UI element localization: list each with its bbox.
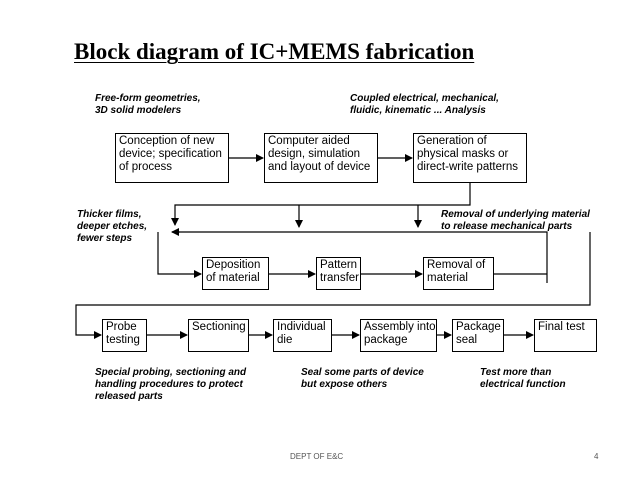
- box-line: Pattern: [320, 259, 358, 271]
- box-final: Final test: [534, 319, 597, 352]
- note-line: Removal of underlying material: [441, 209, 590, 220]
- box-line: package: [364, 334, 408, 346]
- note-removal: Removal of underlying material to releas…: [441, 209, 590, 233]
- box-line: seal: [456, 334, 478, 346]
- box-line: of material: [206, 272, 260, 284]
- note-line: handling procedures to protect: [95, 379, 243, 390]
- box-line: Deposition: [206, 259, 261, 271]
- box-line: Final test: [538, 321, 585, 333]
- footer-dept: DEPT OF E&C: [290, 452, 344, 461]
- box-removal: Removal of material: [423, 257, 494, 290]
- note-line: released parts: [95, 391, 163, 402]
- note-line: to release mechanical parts: [441, 221, 573, 232]
- note-line: 3D solid modelers: [95, 105, 182, 116]
- note-line: Thicker films,: [77, 209, 142, 220]
- box-line: design, simulation: [268, 148, 361, 160]
- note-freeform: Free-form geometries, 3D solid modelers: [95, 93, 201, 117]
- box-line: Sectioning: [192, 321, 246, 333]
- connector-row2-row3: [75, 232, 591, 339]
- box-line: device; specification: [119, 148, 222, 160]
- box-pattern: Pattern transfer: [316, 257, 361, 290]
- box-assembly: Assembly into package: [360, 319, 437, 352]
- box-line: die: [277, 334, 293, 346]
- box-line: testing: [106, 334, 140, 346]
- note-line: electrical function: [480, 379, 566, 390]
- box-line: Assembly into: [364, 321, 436, 333]
- note-line: but expose others: [301, 379, 388, 390]
- connector-loop: [172, 231, 548, 283]
- slide-title: Block diagram of IC+MEMS fabrication: [74, 39, 475, 64]
- note-line: fewer steps: [77, 233, 133, 244]
- box-sectioning: Sectioning: [188, 319, 249, 352]
- note-line: Seal some parts of device: [301, 367, 424, 378]
- box-line: Package: [456, 321, 501, 333]
- arrow-into-deposition: [157, 232, 202, 278]
- box-line: Computer aided: [268, 135, 350, 147]
- box-conception: Conception of new device; specification …: [115, 133, 229, 183]
- box-line: Probe: [106, 321, 137, 333]
- box-line: physical masks or: [417, 148, 509, 160]
- connector-row1-row2: [171, 183, 471, 226]
- box-deposition: Deposition of material: [202, 257, 269, 290]
- box-line: Removal of: [427, 259, 486, 271]
- box-line: direct-write patterns: [417, 161, 518, 173]
- box-cad: Computer aided design, simulation and la…: [264, 133, 378, 183]
- note-line: Free-form geometries,: [95, 93, 201, 104]
- box-masks: Generation of physical masks or direct-w…: [413, 133, 527, 183]
- note-line: fluidic, kinematic ... Analysis: [350, 105, 486, 116]
- note-line: Coupled electrical, mechanical,: [350, 93, 499, 104]
- box-line: of process: [119, 161, 173, 173]
- note-line: deeper etches,: [77, 221, 148, 232]
- box-package: Package seal: [452, 319, 504, 352]
- box-line: material: [427, 272, 468, 284]
- box-probe: Probe testing: [102, 319, 147, 352]
- box-line: Generation of: [417, 135, 487, 147]
- box-die: Individual die: [273, 319, 332, 352]
- box-line: transfer: [320, 272, 359, 284]
- note-special: Special probing, sectioning and handling…: [95, 367, 246, 403]
- box-line: Individual: [277, 321, 326, 333]
- note-coupled: Coupled electrical, mechanical, fluidic,…: [350, 93, 499, 117]
- box-line: Conception of new: [119, 135, 215, 147]
- note-thicker: Thicker films, deeper etches, fewer step…: [77, 209, 147, 245]
- note-test: Test more than electrical function: [480, 367, 566, 391]
- note-line: Special probing, sectioning and: [95, 367, 247, 378]
- note-line: Test more than: [480, 367, 552, 378]
- page-number: 4: [594, 452, 599, 461]
- box-line: and layout of device: [268, 161, 371, 173]
- note-seal: Seal some parts of device but expose oth…: [301, 367, 424, 391]
